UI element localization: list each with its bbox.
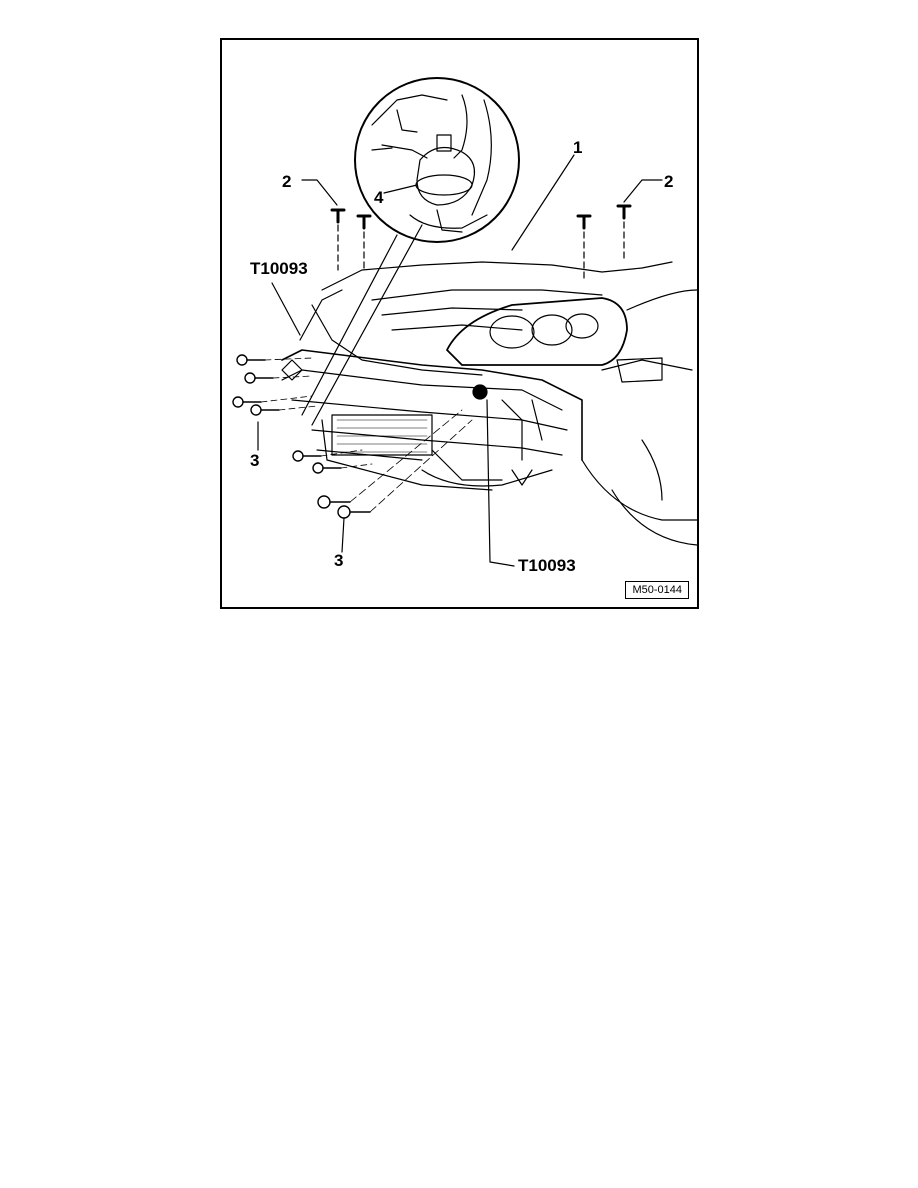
callout-1: 1: [573, 138, 583, 157]
front-end-drawing: [232, 77, 697, 567]
bolt-fasteners: [232, 354, 473, 519]
figure-id-label: M50-0144: [625, 581, 689, 599]
callout-3-upper: 3: [250, 451, 260, 470]
leader-1: [511, 154, 575, 251]
magnifier-projection-left: [301, 234, 398, 416]
leader-2-right: [623, 179, 663, 203]
car-front-body: [281, 261, 697, 546]
leader-4: [383, 184, 418, 194]
callout-tool-left: T10093: [250, 259, 308, 278]
magnifier-projection-right: [311, 224, 423, 426]
clip-fasteners: [330, 204, 632, 283]
leader-tool-left: [271, 282, 301, 336]
callout-2-right: 2: [664, 172, 674, 191]
callout-4: 4: [374, 188, 384, 207]
callout-2-left: 2: [282, 172, 292, 191]
leader-tool-bottom: [486, 399, 515, 567]
leader-3-lower: [341, 517, 345, 553]
leader-2-left: [301, 179, 338, 206]
callout-3-lower: 3: [334, 551, 344, 570]
callout-tool-bottom: T10093: [518, 556, 576, 575]
detail-magnifier: [354, 77, 520, 243]
exploded-diagram-frame: 1 2 2 4 T10093 3 3 T10093 M50-0144: [220, 38, 699, 609]
